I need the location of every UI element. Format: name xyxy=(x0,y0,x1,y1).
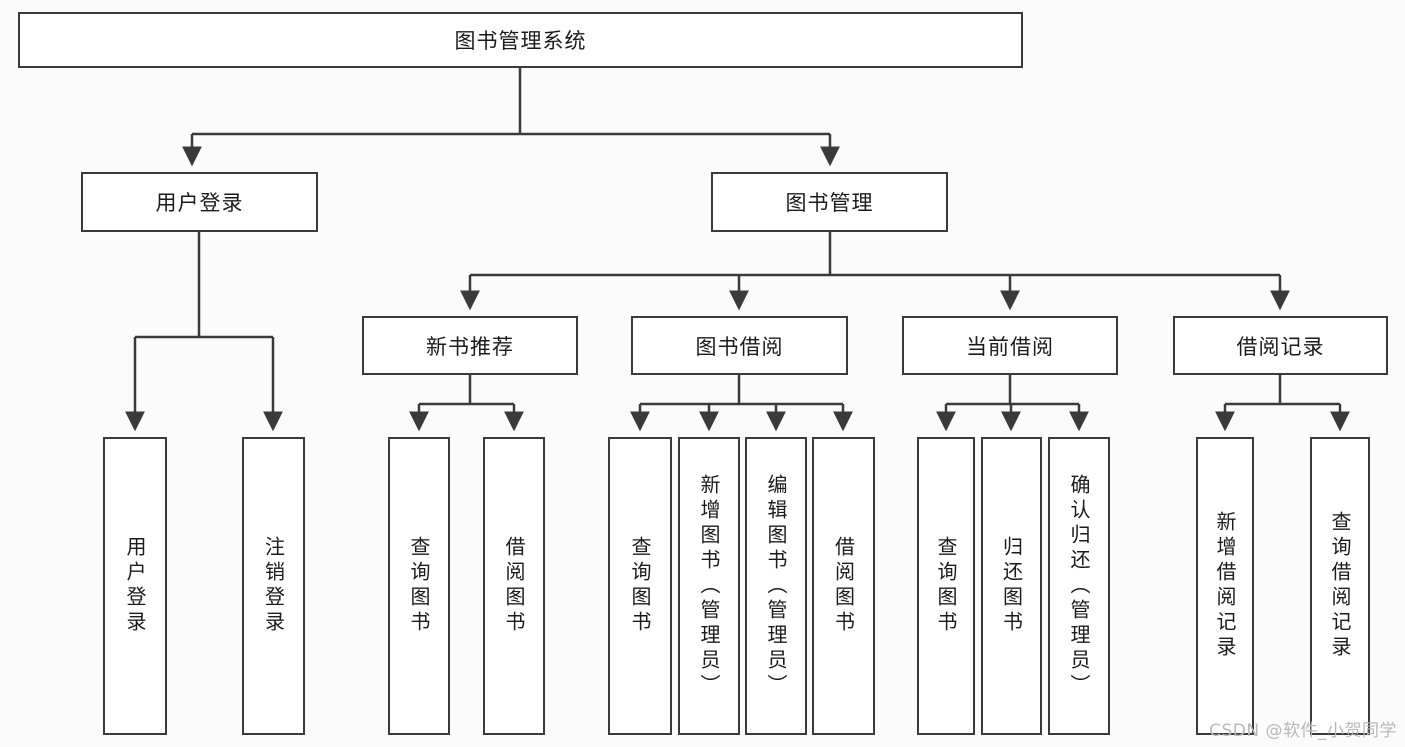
node-leaf-query-book-current[interactable]: 查询图书 xyxy=(917,437,975,735)
node-book-borrow-label: 图书借阅 xyxy=(695,334,784,359)
node-current-borrow-label: 当前借阅 xyxy=(966,334,1054,359)
node-user-login[interactable]: 用户登录 xyxy=(81,172,318,232)
node-leaf-borrow-book-rec[interactable]: 借阅图书 xyxy=(483,437,545,735)
node-leaf-confirm-return-admin[interactable]: 确认归还（管理员） xyxy=(1048,437,1110,735)
node-leaf-add-book-admin-label: 新增图书（管理员） xyxy=(697,473,721,699)
node-leaf-add-borrow-record-label: 新增借阅记录 xyxy=(1213,511,1237,661)
node-leaf-query-borrow-record-label: 查询借阅记录 xyxy=(1328,511,1352,661)
node-leaf-query-book-rec[interactable]: 查询图书 xyxy=(388,437,450,735)
node-borrow-record[interactable]: 借阅记录 xyxy=(1173,316,1388,375)
node-leaf-add-borrow-record[interactable]: 新增借阅记录 xyxy=(1196,437,1254,735)
node-book-management[interactable]: 图书管理 xyxy=(711,172,948,232)
node-current-borrow[interactable]: 当前借阅 xyxy=(902,316,1118,375)
node-new-book-recommend[interactable]: 新书推荐 xyxy=(362,316,578,375)
node-leaf-borrow-book-rec-label: 借阅图书 xyxy=(502,536,526,636)
node-borrow-record-label: 借阅记录 xyxy=(1236,334,1325,359)
node-leaf-borrow-book-label: 借阅图书 xyxy=(831,536,856,636)
node-leaf-edit-book-admin[interactable]: 编辑图书（管理员） xyxy=(745,437,807,735)
node-leaf-query-book-rec-label: 查询图书 xyxy=(407,536,431,636)
node-leaf-query-book-borrow[interactable]: 查询图书 xyxy=(608,437,672,735)
node-user-login-label: 用户登录 xyxy=(155,191,244,215)
node-leaf-query-book-borrow-label: 查询图书 xyxy=(628,536,652,636)
node-new-book-recommend-label: 新书推荐 xyxy=(426,334,514,359)
node-leaf-logout-label: 注销登录 xyxy=(261,536,286,636)
node-leaf-query-borrow-record[interactable]: 查询借阅记录 xyxy=(1310,437,1370,735)
node-leaf-user-login-label: 用户登录 xyxy=(123,536,147,636)
node-leaf-borrow-book[interactable]: 借阅图书 xyxy=(812,437,875,735)
node-root-label: 图书管理系统 xyxy=(454,29,587,53)
node-leaf-query-book-current-label: 查询图书 xyxy=(934,536,958,636)
node-leaf-return-book-label: 归还图书 xyxy=(999,536,1024,636)
node-book-borrow[interactable]: 图书借阅 xyxy=(631,316,848,375)
node-leaf-add-book-admin[interactable]: 新增图书（管理员） xyxy=(678,437,740,735)
node-leaf-return-book[interactable]: 归还图书 xyxy=(981,437,1042,735)
watermark: CSDN @软件_小贺同学 xyxy=(1209,721,1397,741)
node-leaf-edit-book-admin-label: 编辑图书（管理员） xyxy=(764,473,788,699)
node-leaf-user-login[interactable]: 用户登录 xyxy=(103,437,167,735)
node-leaf-confirm-return-admin-label: 确认归还（管理员） xyxy=(1067,473,1091,699)
node-leaf-logout[interactable]: 注销登录 xyxy=(242,437,305,735)
node-root[interactable]: 图书管理系统 xyxy=(18,12,1023,68)
node-book-management-label: 图书管理 xyxy=(785,191,874,215)
